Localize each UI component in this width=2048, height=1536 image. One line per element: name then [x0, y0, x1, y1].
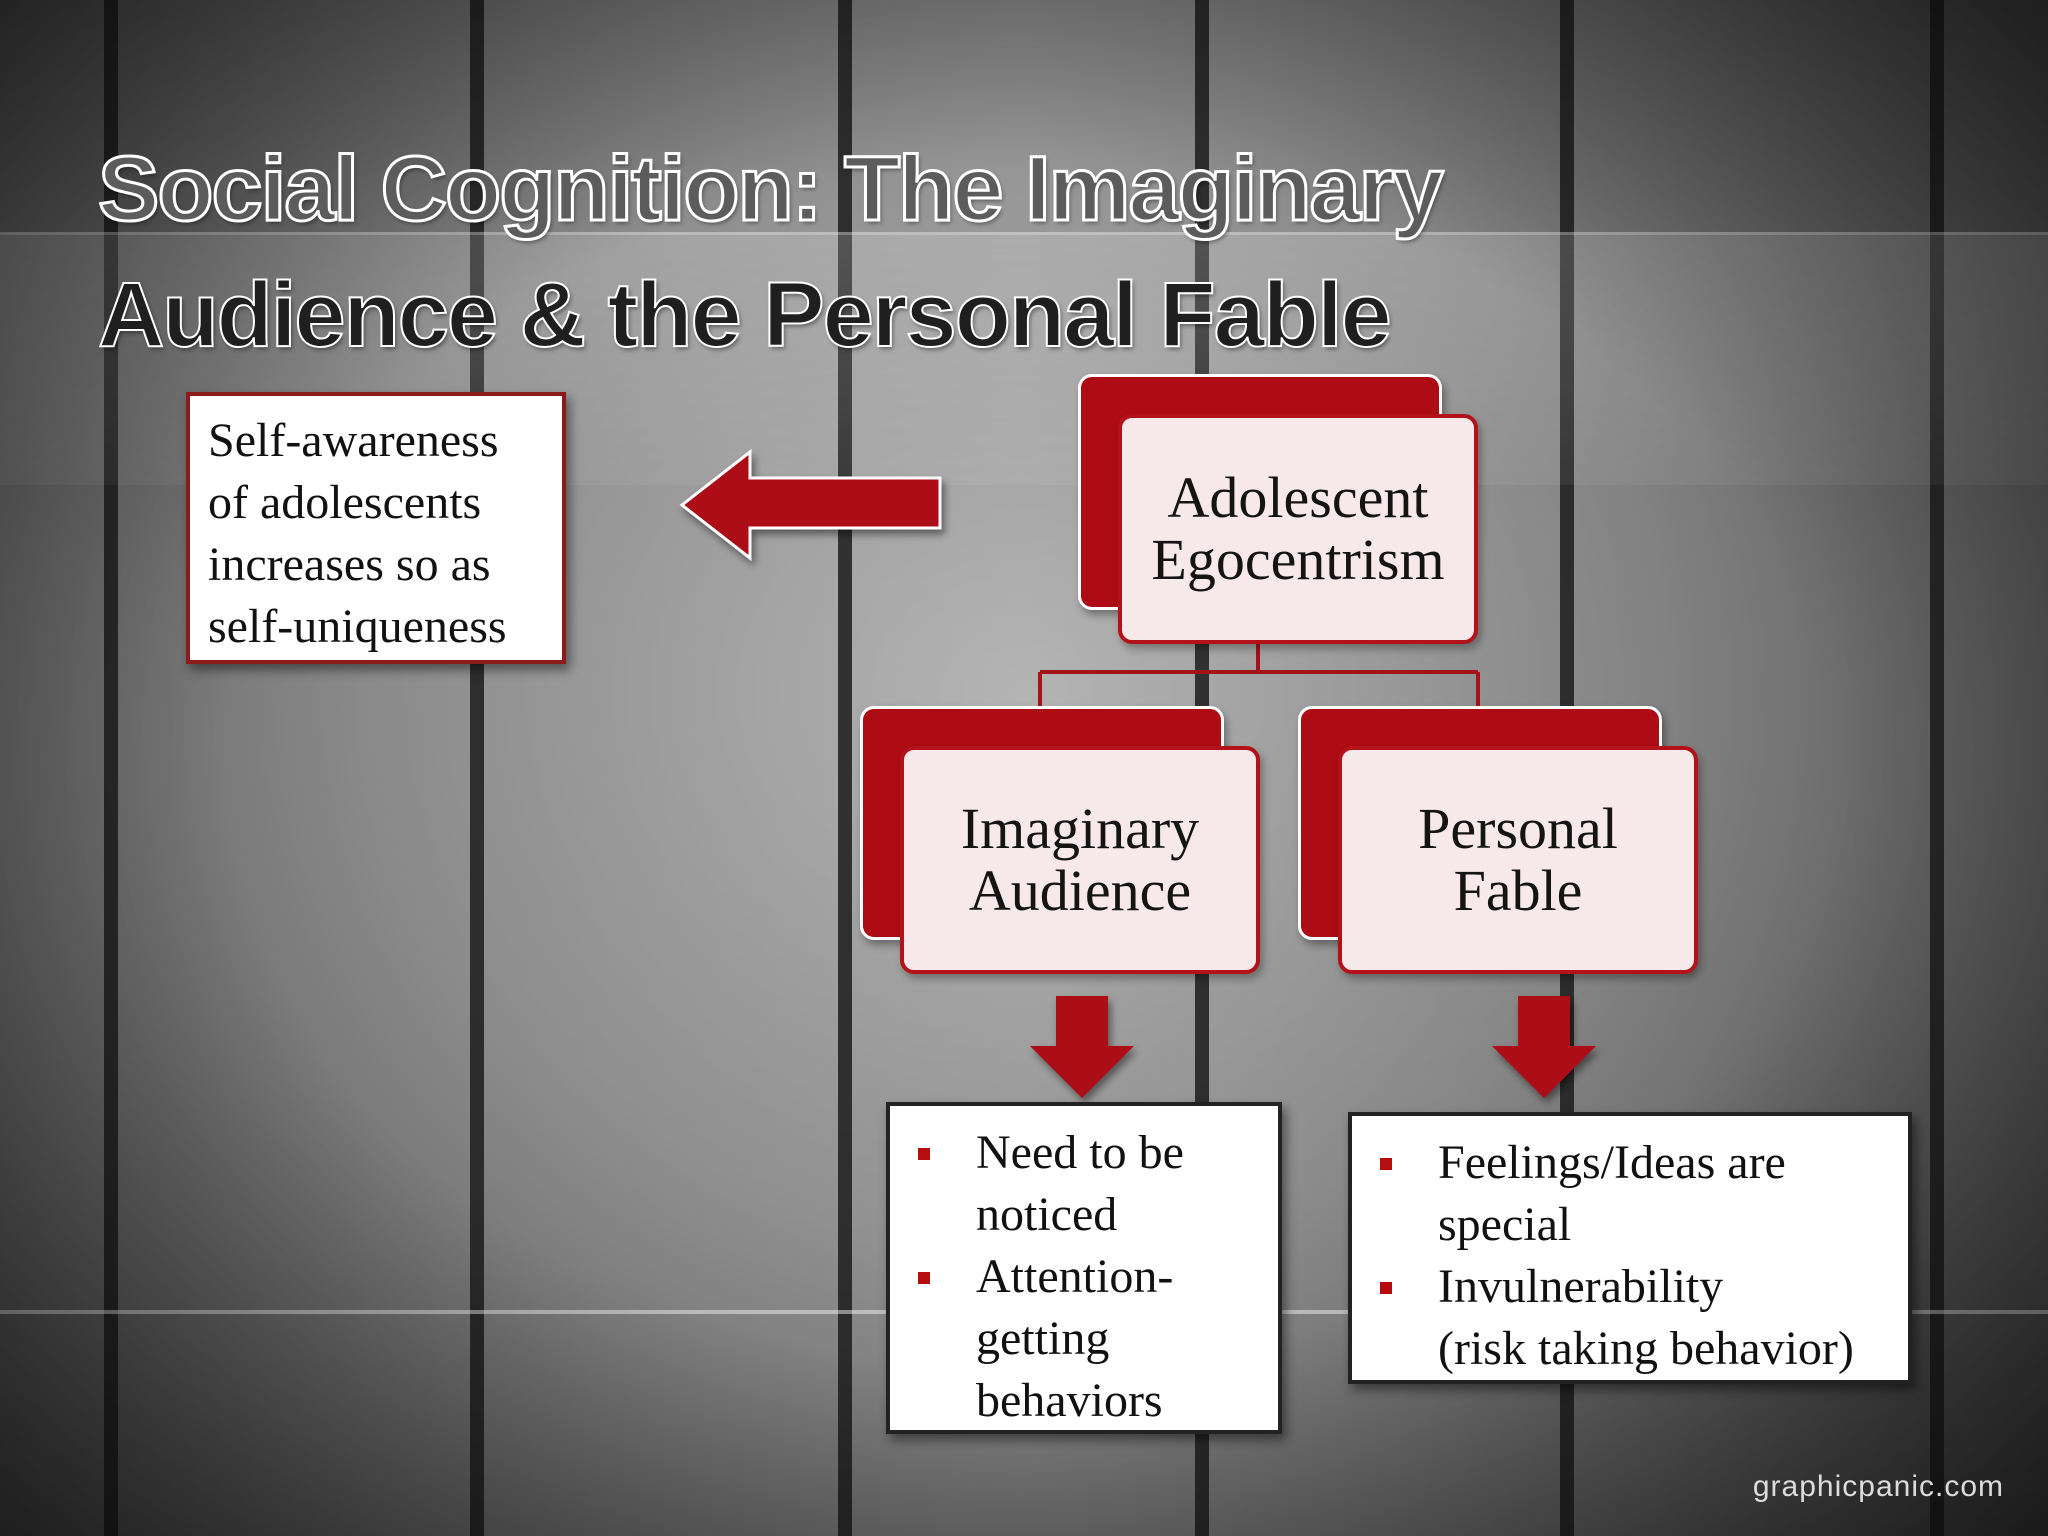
- item-line: Need to be: [976, 1126, 1184, 1179]
- bullet-icon: [1380, 1158, 1392, 1170]
- brand-watermark: graphicpanic.com: [1752, 1470, 2004, 1503]
- list-item: Attention- getting behaviors: [890, 1246, 1278, 1432]
- node-imaginary-audience: Imaginary Audience: [900, 746, 1260, 974]
- node-personal-fable: Personal Fable: [1338, 746, 1698, 974]
- slide-title: Social Cognition: The Imaginary Audience…: [97, 126, 1798, 378]
- item-line: getting: [976, 1312, 1110, 1365]
- note-line: Self-awareness: [208, 414, 499, 467]
- bullet-icon: [918, 1148, 930, 1160]
- node-label: Egocentrism: [1151, 527, 1445, 592]
- node-label: Fable: [1453, 858, 1583, 923]
- item-line: behaviors: [976, 1374, 1163, 1427]
- tree-connector: [1038, 640, 1480, 712]
- title-line-1: Social Cognition: The Imaginary: [97, 137, 1446, 242]
- bullet-icon: [1380, 1282, 1392, 1294]
- personal-fable-box: Feelings/Ideas are special Invulnerabili…: [1348, 1112, 1912, 1384]
- list-item: Invulnerability (risk taking behavior): [1352, 1256, 1908, 1380]
- item-line: noticed: [976, 1188, 1118, 1241]
- item-line: (risk taking behavior): [1438, 1322, 1854, 1375]
- node-label: Personal: [1418, 796, 1618, 861]
- title-line-2: Audience & the Personal Fable: [97, 263, 1393, 367]
- item-line: special: [1438, 1198, 1572, 1251]
- left-arrow-icon: [679, 448, 942, 562]
- note-line: of adolescents: [208, 476, 482, 529]
- list-item: Feelings/Ideas are special: [1352, 1132, 1908, 1256]
- down-arrow-icon: [1492, 996, 1596, 1098]
- down-arrow-icon: [1030, 996, 1134, 1098]
- node-adolescent-egocentrism: Adolescent Egocentrism: [1118, 414, 1478, 644]
- imaginary-audience-box: Need to be noticed Attention- getting be…: [886, 1102, 1282, 1434]
- item-line: Attention-: [976, 1250, 1174, 1303]
- bullet-list: Feelings/Ideas are special Invulnerabili…: [1352, 1132, 1908, 1380]
- self-awareness-note: Self-awareness of adolescents increases …: [186, 392, 566, 664]
- bullet-icon: [918, 1272, 930, 1284]
- item-line: Feelings/Ideas are: [1438, 1136, 1786, 1189]
- node-label: Audience: [968, 858, 1192, 923]
- node-label: Imaginary: [960, 796, 1200, 861]
- bullet-list: Need to be noticed Attention- getting be…: [890, 1122, 1278, 1432]
- node-label: Adolescent: [1167, 465, 1429, 530]
- item-line: Invulnerability: [1438, 1260, 1724, 1313]
- note-line: self-uniqueness: [208, 600, 507, 653]
- list-item: Need to be noticed: [890, 1122, 1278, 1246]
- note-line: increases so as: [208, 538, 491, 591]
